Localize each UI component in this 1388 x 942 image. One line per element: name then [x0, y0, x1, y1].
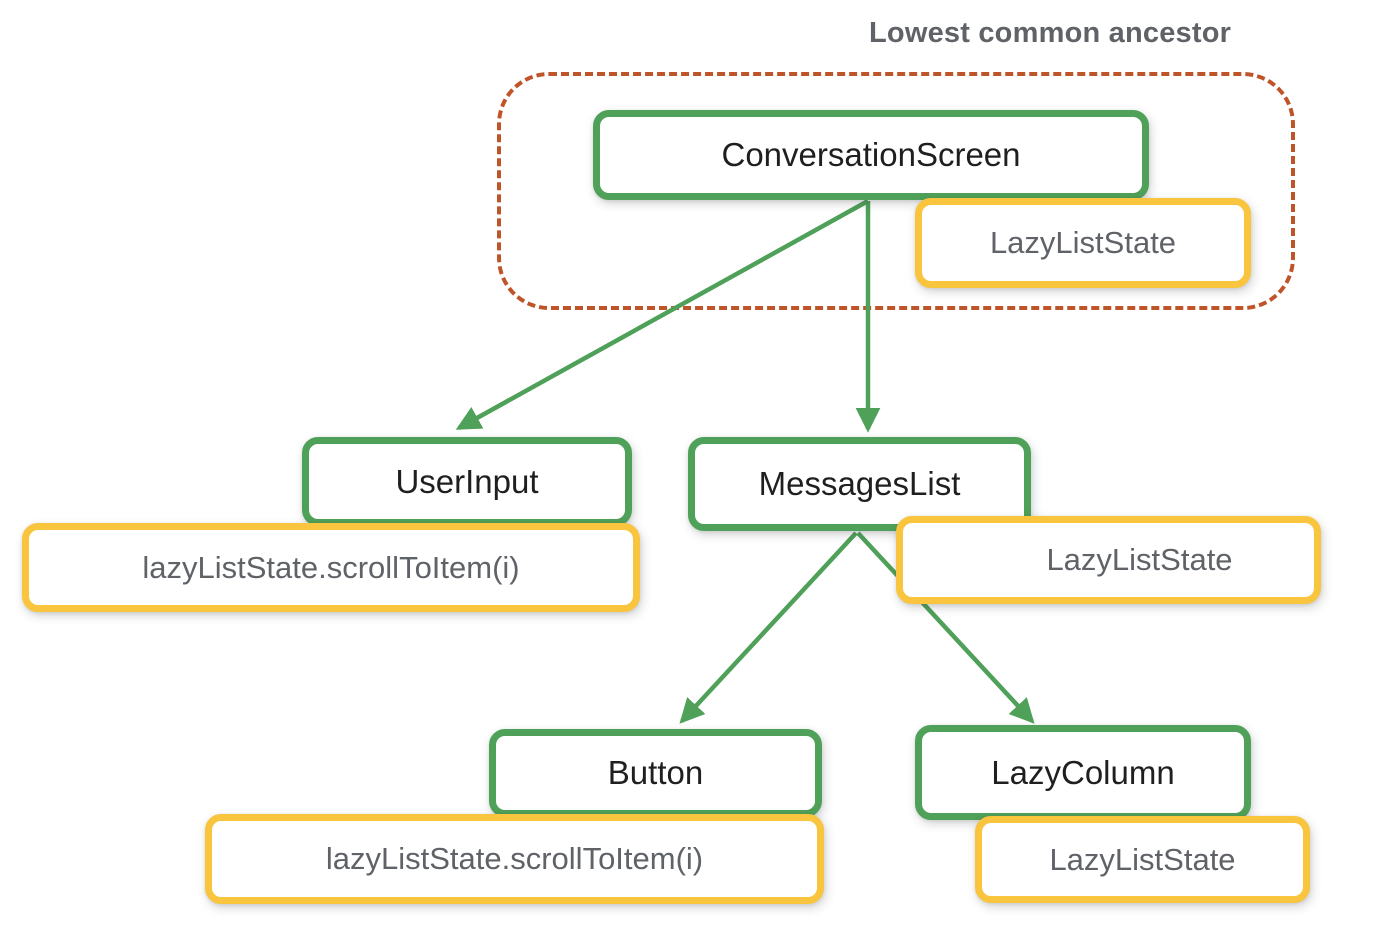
state-conversation-screen-lazyliststate: LazyListState [915, 198, 1251, 288]
node-conversation-screen: ConversationScreen [593, 110, 1149, 200]
state-messages-list-lazyliststate: LazyListState [896, 516, 1321, 604]
node-button-label: Button [607, 754, 704, 791]
node-lazy-column-label: LazyColumn [991, 753, 1175, 791]
node-user-input-label: UserInput [395, 462, 539, 500]
node-user-input: UserInput [302, 437, 632, 526]
state-user-input-label: lazyListState.scrollToItem(i) [142, 549, 520, 585]
node-lazy-column: LazyColumn [915, 725, 1251, 820]
node-button: Button [489, 729, 822, 817]
lowest-common-ancestor-outline [497, 72, 1295, 310]
state-lazy-column-label: LazyListState [1049, 841, 1236, 877]
state-lazy-column-lazyliststate: LazyListState [975, 816, 1310, 903]
state-conversation-screen-label: LazyListState [989, 225, 1177, 260]
state-user-input-scrolltoitem-call: lazyListState.scrollToItem(i) [22, 523, 640, 612]
node-messages-list-label: MessagesList [758, 465, 961, 502]
state-button-scrolltoitem-call: lazyListState.scrollToItem(i) [205, 814, 824, 904]
node-messages-list: MessagesList [688, 437, 1031, 531]
state-messages-list-label: LazyListState [1046, 542, 1233, 577]
state-button-label: lazyListState.scrollToItem(i) [325, 841, 704, 876]
edge-messageslist-to-button [679, 531, 858, 724]
lowest-common-ancestor-label: Lowest common ancestor [869, 17, 1232, 49]
node-conversation-screen-label: ConversationScreen [721, 136, 1021, 173]
